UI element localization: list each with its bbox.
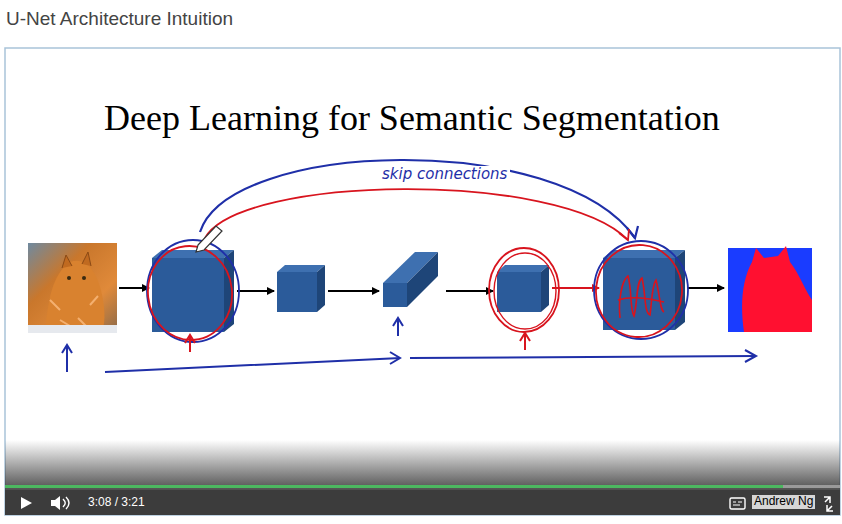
page-heading: U-Net Architecture Intuition xyxy=(6,8,233,30)
watermark: Andrew Ng xyxy=(752,495,815,509)
slide-title: Deep Learning for Semantic Segmentation xyxy=(104,98,720,139)
video-time: 3:08 / 3:21 xyxy=(88,496,145,510)
handwritten-note: skip connections xyxy=(379,166,510,183)
